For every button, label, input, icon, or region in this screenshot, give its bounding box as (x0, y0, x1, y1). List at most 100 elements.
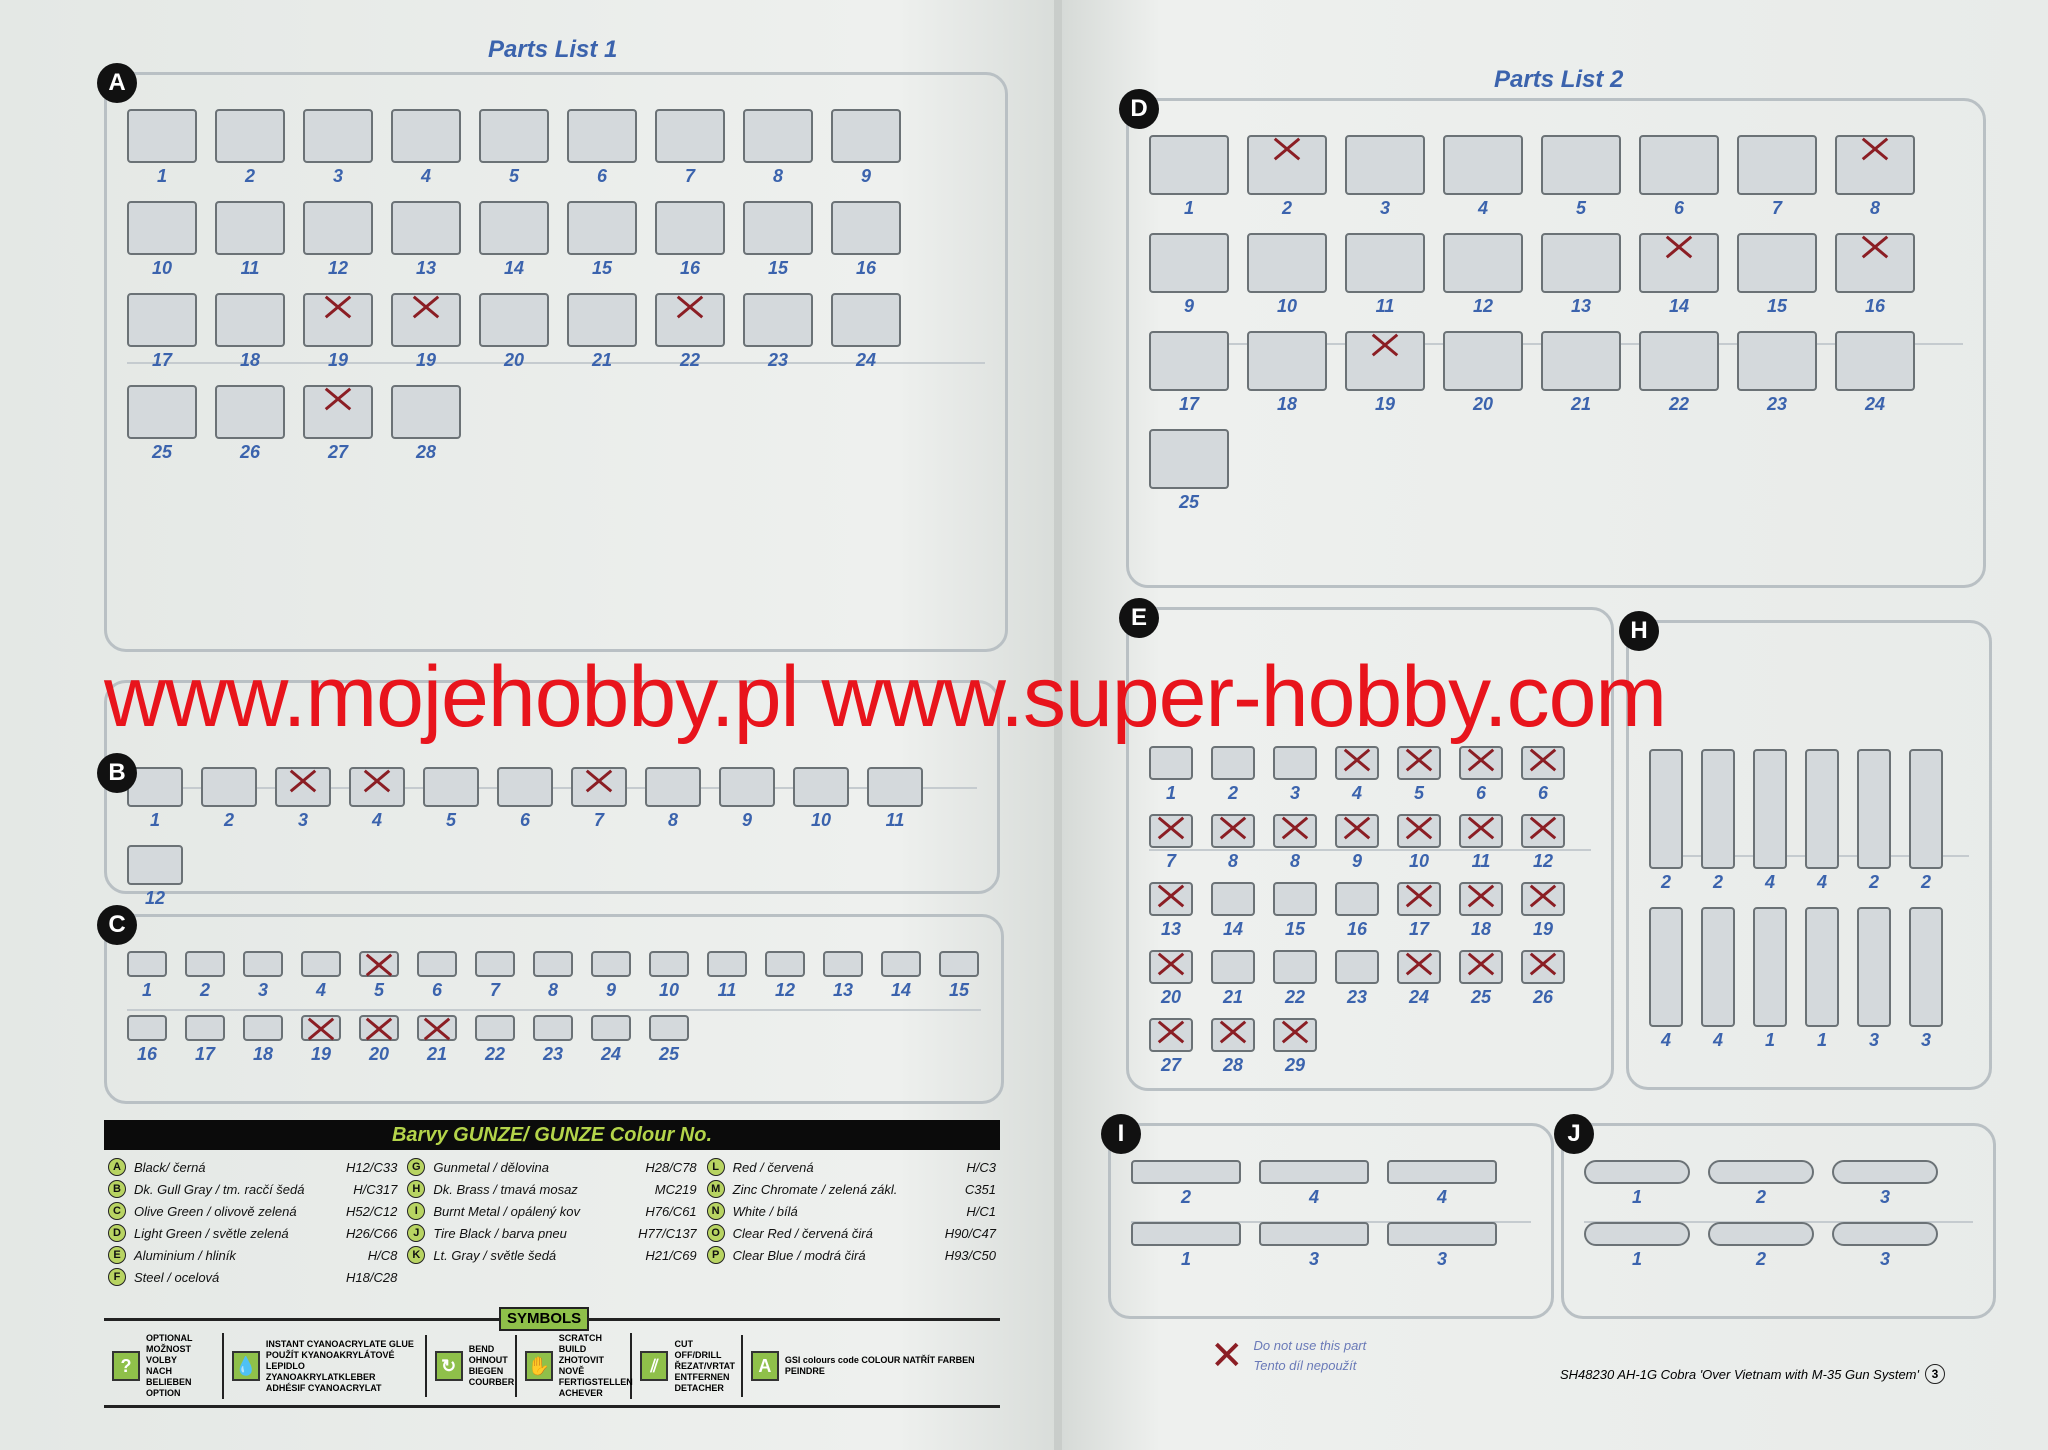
sprue-part: 1 (1149, 746, 1193, 804)
part-shape (497, 767, 553, 807)
sprue-part: 2 (1708, 1222, 1814, 1270)
sprue-part: 17 (1397, 882, 1441, 940)
part-shape (1737, 135, 1817, 195)
part-number: 6 (431, 980, 442, 1000)
part-number: 5 (373, 980, 384, 1000)
part-number: 3 (1308, 1249, 1319, 1269)
part-number: 13 (415, 258, 437, 278)
part-shape (127, 293, 197, 347)
part-number: 8 (547, 980, 558, 1000)
part-number: 27 (327, 442, 349, 462)
part-number: 3 (1379, 198, 1390, 218)
part-shape (1909, 907, 1943, 1027)
sprue-part: 24 (1397, 950, 1441, 1008)
part-shape (1805, 749, 1839, 869)
symbol-icon: ✋ (524, 1351, 553, 1381)
part-number: 11 (717, 980, 737, 1000)
colour-table-title: Barvy GUNZE/ GUNZE Colour No. (104, 1120, 1000, 1150)
symbols-title: SYMBOLS (499, 1307, 590, 1331)
colour-letter-badge: J (407, 1224, 426, 1242)
part-number: 13 (832, 980, 854, 1000)
part-shape (655, 109, 725, 163)
do-not-use-cross-icon (1404, 884, 1434, 908)
part-number: 8 (1289, 851, 1300, 871)
part-number: 7 (1165, 851, 1176, 871)
sprue-part: 18 (1459, 882, 1503, 940)
sprue-part: 19 (303, 293, 373, 371)
part-number: 1 (1183, 198, 1194, 218)
sprue-part: 8 (743, 109, 813, 187)
sprue-part: 3 (243, 951, 283, 1001)
colour-code: H52/C12 (346, 1203, 398, 1219)
part-number: 17 (194, 1044, 216, 1064)
part-shape (201, 767, 257, 807)
part-number: 7 (593, 810, 604, 830)
sprue-part: 16 (127, 1015, 167, 1065)
part-shape (533, 951, 573, 977)
part-number: 4 (1308, 1187, 1319, 1207)
part-number: 6 (1537, 783, 1548, 803)
sprue-part: 6 (1459, 746, 1503, 804)
part-number: 11 (240, 258, 260, 278)
do-not-use-cross-icon (1466, 884, 1496, 908)
sprue-part: 4 (1701, 907, 1735, 1051)
sprue-part: 4 (391, 109, 461, 187)
sprue-part: 23 (1737, 331, 1817, 415)
colour-code: H/C3 (966, 1159, 996, 1175)
part-shape (1443, 331, 1523, 391)
part-number: 12 (327, 258, 349, 278)
sprue-part: 24 (831, 293, 901, 371)
sprue-part: 2 (1131, 1160, 1241, 1208)
do-not-use-cross-icon (1664, 235, 1694, 259)
sprue-part: 14 (1211, 882, 1255, 940)
part-shape (1701, 749, 1735, 869)
part-number: 19 (1532, 919, 1554, 939)
part-number: 20 (368, 1044, 390, 1064)
sprue-part: 10 (127, 201, 197, 279)
part-number: 19 (415, 350, 437, 370)
sprue-part: 4 (1387, 1160, 1497, 1208)
part-number: 1 (149, 810, 160, 830)
part-number: 19 (310, 1044, 332, 1064)
sprue-part: 2 (185, 951, 225, 1001)
part-number: 3 (1436, 1249, 1447, 1269)
part-shape (1273, 950, 1317, 984)
part-shape (1639, 331, 1719, 391)
part-shape (1131, 1160, 1241, 1184)
part-number: 1 (1631, 1187, 1642, 1207)
part-shape (567, 201, 637, 255)
sprue-part: 16 (831, 201, 901, 279)
symbol-text: SCRATCH BUILD ZHOTOVIT NOVĚ FERTIGSTELLE… (558, 1333, 633, 1398)
part-number: 9 (741, 810, 752, 830)
part-shape (1131, 1222, 1241, 1246)
sprue-part: 5 (479, 109, 549, 187)
sprue-part: 11 (215, 201, 285, 279)
part-number: 21 (1222, 987, 1244, 1007)
sprue-part: 22 (1639, 331, 1719, 415)
sprue-part: 24 (1835, 331, 1915, 415)
part-number: 2 (1920, 872, 1931, 892)
part-number: 24 (600, 1044, 622, 1064)
sprue-part: 29 (1273, 1018, 1317, 1076)
part-number: 6 (519, 810, 530, 830)
colour-letter-badge: B (108, 1180, 126, 1198)
part-number: 25 (151, 442, 173, 462)
part-number: 4 (1712, 1030, 1723, 1050)
sprue-part: 15 (567, 201, 637, 279)
part-number: 21 (1570, 394, 1592, 414)
parts-list-2-title: Parts List 2 (1494, 66, 1624, 93)
part-number: 5 (508, 166, 519, 186)
colour-name: Burnt Metal / opálený kov (433, 1203, 581, 1219)
sprue-part: 10 (649, 951, 689, 1001)
part-number: 24 (1408, 987, 1430, 1007)
sprue-part: 15 (1273, 882, 1317, 940)
part-number: 17 (1408, 919, 1430, 939)
sprue-part: 17 (185, 1015, 225, 1065)
sprue-part: 14 (881, 951, 921, 1001)
part-number: 12 (1472, 296, 1494, 316)
part-shape (1541, 331, 1621, 391)
part-shape (303, 293, 373, 347)
